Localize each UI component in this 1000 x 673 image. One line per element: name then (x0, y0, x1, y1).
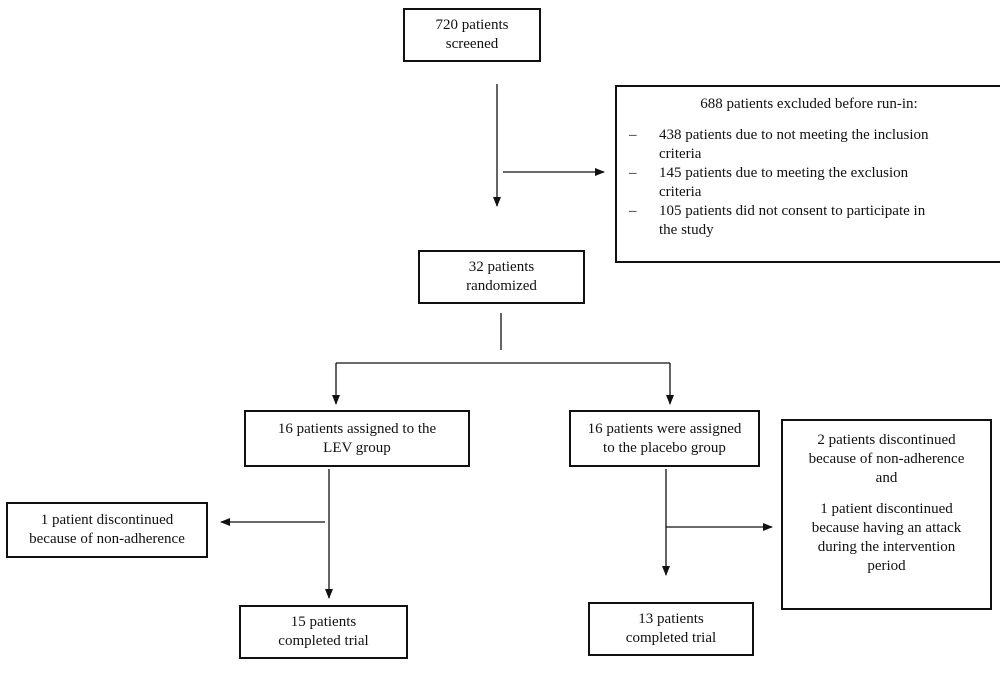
excluded-reason-2-line-1: 145 patients due to meeting the exclusio… (659, 165, 909, 181)
excluded-reason-1-line-1: 438 patients due to not meeting the incl… (659, 127, 929, 143)
placebo-discontinued-2-line-4: period (867, 558, 906, 574)
box-lev-discontinued: 1 patient discontinued because of non-ad… (6, 502, 208, 558)
excluded-reason: – 438 patients due to not meeting the in… (629, 126, 989, 164)
bullet-dash: – (629, 165, 637, 181)
placebo-discontinued-2-line-2: because having an attack (811, 520, 962, 536)
placebo-discontinued-1-line-1: 2 patients discontinued (817, 432, 956, 448)
box-lev-group: 16 patients assigned to the LEV group (244, 410, 470, 467)
lev-group-line-2: LEV group (323, 439, 391, 456)
placebo-completed-line-1: 13 patients (638, 611, 704, 627)
lev-discontinued-line-2: because of non-adherence (29, 531, 185, 547)
box-lev-completed: 15 patients completed trial (239, 605, 408, 659)
placebo-discontinued-2-line-1: 1 patient discontinued (820, 501, 953, 517)
box-randomized: 32 patients randomized (418, 250, 585, 304)
box-placebo-group: 16 patients were assigned to the placebo… (569, 410, 760, 467)
randomized-line-1: 32 patients (468, 259, 535, 275)
bullet-dash: – (629, 203, 637, 219)
excluded-reason: – 105 patients did not consent to partic… (629, 202, 989, 240)
lev-group-line-1: 16 patients assigned to the (277, 420, 437, 437)
placebo-group-line-2: to the placebo group (603, 439, 726, 456)
excluded-reason-2-line-2: criteria (659, 184, 702, 200)
placebo-discontinued-connector: and (875, 470, 898, 486)
placebo-group-line-1: 16 patients were assigned (587, 420, 742, 437)
box-screened: 720 patients screened (403, 8, 541, 62)
box-placebo-completed: 13 patients completed trial (588, 602, 754, 656)
screened-line-2: screened (445, 36, 499, 52)
bullet-dash: – (629, 127, 637, 143)
placebo-completed-line-2: completed trial (625, 630, 717, 646)
box-placebo-discontinued: 2 patients discontinued because of non-a… (781, 419, 992, 610)
screened-line-1: 720 patients (435, 17, 509, 33)
placebo-discontinued-2-line-3: during the intervention (817, 539, 956, 555)
lev-discontinued-line-1: 1 patient discontinued (40, 512, 174, 528)
randomized-line-2: randomized (466, 278, 537, 294)
excluded-reason-3-line-1: 105 patients did not consent to particip… (659, 203, 926, 219)
placebo-discontinued-1-line-2: because of non-adherence (808, 451, 965, 467)
box-excluded: 688 patients excluded before run-in: – 4… (615, 85, 1000, 263)
excluded-reason-1-line-2: criteria (659, 146, 702, 162)
excluded-reason-3-line-2: the study (659, 222, 714, 238)
lev-completed-line-1: 15 patients (290, 614, 357, 630)
lev-completed-line-2: completed trial (278, 633, 369, 649)
excluded-title: 688 patients excluded before run-in: (700, 96, 918, 112)
excluded-reason: – 145 patients due to meeting the exclus… (629, 164, 989, 202)
excluded-reasons-list: – 438 patients due to not meeting the in… (629, 126, 989, 240)
